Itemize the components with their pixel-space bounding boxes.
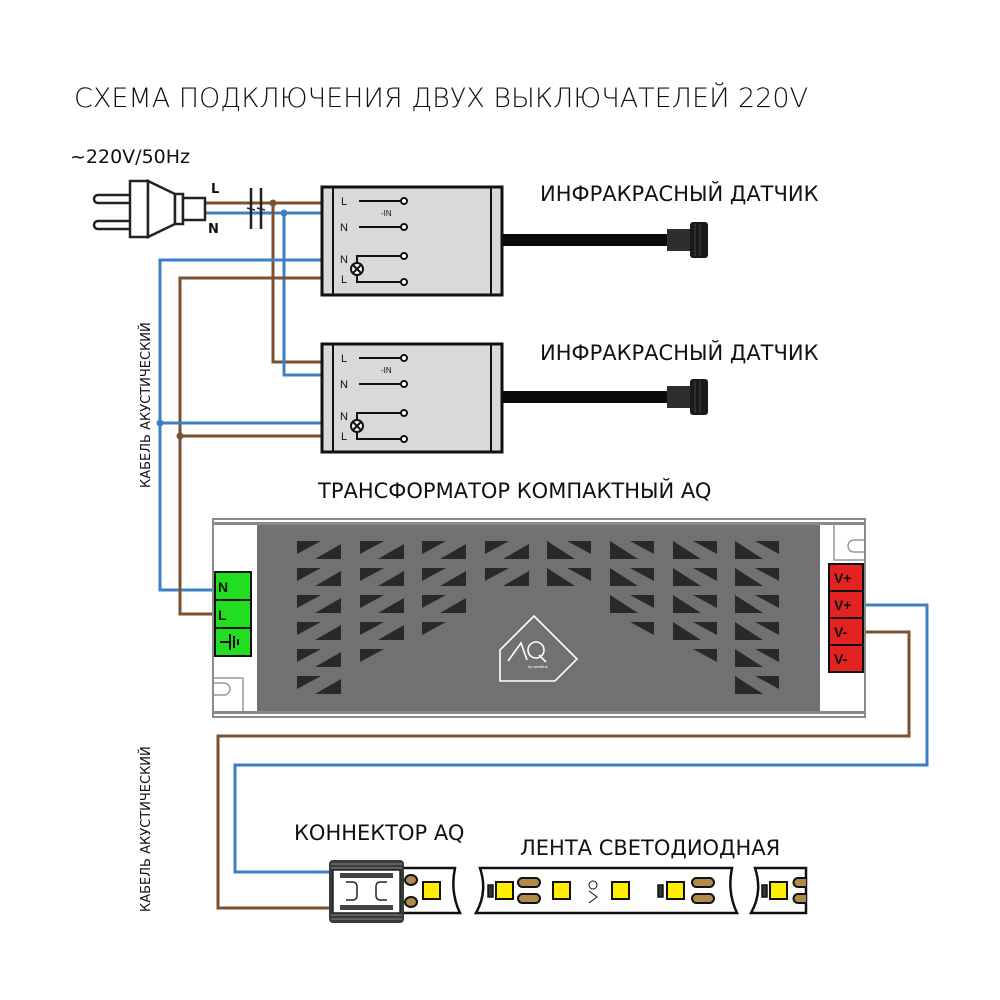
power-label: ~220V/50Hz [70,146,190,168]
ir-sensor-1: L N -IN N L [320,185,708,297]
wire-n-branch [282,213,322,377]
led-strip [404,866,808,915]
strip-logo-icon [588,880,598,904]
vent-pattern [297,541,779,694]
s2-term-n-in: N [340,379,348,391]
s2-in-mark: -IN [381,366,392,375]
aq-logo-icon [499,614,579,682]
output-terminal-vplus-1: V+ [834,570,852,586]
transformer-label: ТРАНСФОРМАТОР КОМПАКТНЫЙ AQ [317,478,711,503]
input-terminals: N L [214,571,252,657]
sensor-2-label: ИНФРАКРАСНЫЙ ДАТЧИК [540,340,819,365]
ir-sensor-2: L N -IN N L [320,342,708,454]
s1-term-n-in: N [340,222,348,234]
transformer: by westline N L V+ V+ V- V- [212,518,866,718]
wire-vplus-out [233,603,929,874]
s1-in-mark: -IN [381,209,392,218]
s1-term-l-in: L [341,196,347,208]
output-terminals: V+ V+ V- V- [828,563,864,673]
plug-l-label: L [211,182,219,197]
s2-term-n-out: N [340,411,348,423]
s1-term-l-out: L [341,274,347,286]
input-terminal-n: N [218,579,228,595]
power-plug-icon [92,179,207,239]
connector-label: КОННЕКТОР AQ [294,821,464,845]
wire-vminus-out [216,630,911,910]
sensor-1-label: ИНФРАКРАСНЫЙ ДАТЧИК [540,181,819,206]
ground-icon [220,634,239,650]
output-terminal-vplus-2: V+ [834,597,852,613]
s2-term-l-in: L [341,353,347,365]
led-strip-label: ЛЕНТА СВЕТОДИОДНАЯ [520,836,780,860]
cable-label-1: КАБЕЛЬ АКУСТИЧЕСКИЙ [138,322,154,488]
breaker-switch-icon [246,188,266,229]
logo-sub: by westline [528,664,549,669]
output-terminal-vminus-2: V- [834,651,848,667]
junction-dots [156,199,288,440]
diagram-title: СХЕМА ПОДКЛЮЧЕНИЯ ДВУХ ВЫКЛЮЧАТЕЛЕЙ 220V [74,82,808,114]
aq-connector [329,860,404,923]
output-terminal-vminus-1: V- [834,624,848,640]
input-terminal-l: L [218,607,227,623]
cable-label-2: КАБЕЛЬ АКУСТИЧЕСКИЙ [138,746,154,912]
wire-l-out-1 [178,276,322,616]
s2-term-l-out: L [341,431,347,443]
plug-n-label: N [208,222,219,237]
s1-term-n-out: N [340,254,348,266]
wire-l-branch [271,203,322,364]
